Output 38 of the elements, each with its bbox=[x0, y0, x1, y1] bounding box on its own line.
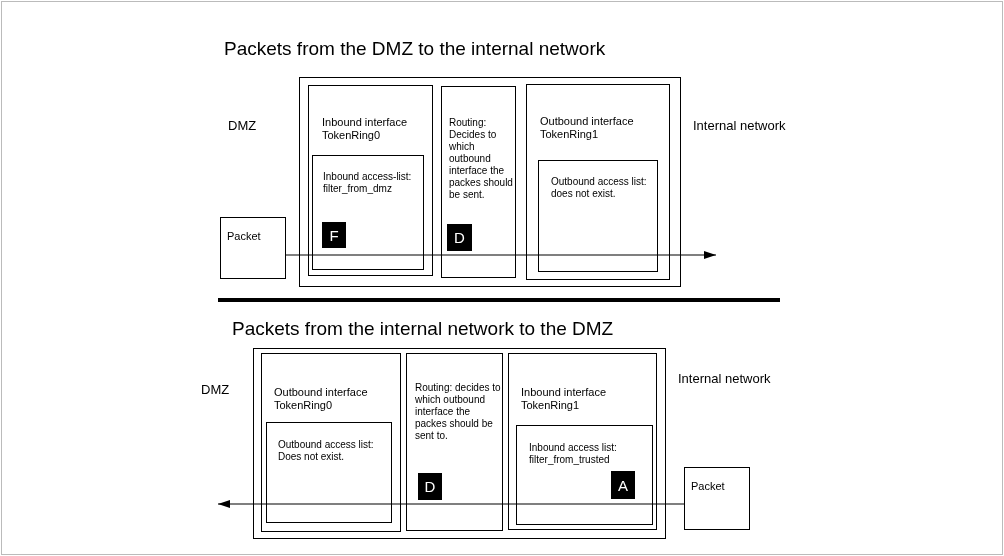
access-list-box bbox=[266, 422, 392, 523]
enclosing-box bbox=[299, 77, 681, 287]
box-text: Outbound interface TokenRing0 bbox=[274, 386, 369, 413]
box-text: Inbound access list: filter_from_trusted bbox=[529, 442, 618, 466]
zone-label: DMZ bbox=[201, 382, 230, 397]
box-text: Outbound interface TokenRing1 bbox=[540, 115, 635, 142]
box-text: Routing: decides to which outbound interface the packes should be sent to. bbox=[415, 382, 502, 442]
interface-box bbox=[261, 353, 401, 532]
box-text: Inbound interface TokenRing1 bbox=[521, 386, 607, 413]
zone-label: Internal network bbox=[678, 371, 771, 386]
interface-box bbox=[526, 84, 670, 280]
letter-marker: A bbox=[611, 471, 635, 499]
routing-box bbox=[441, 86, 516, 278]
interface-box bbox=[508, 353, 657, 530]
access-list-box bbox=[516, 425, 653, 525]
interface-box bbox=[308, 85, 433, 276]
arrow bbox=[285, 251, 717, 259]
box-text: Outbound access list: Does not exist. bbox=[278, 439, 375, 463]
letter-marker: D bbox=[418, 473, 442, 500]
box-text: Outbound access list: does not exist. bbox=[551, 176, 648, 200]
box-text: Inbound access-list: filter_from_dmz bbox=[323, 171, 413, 195]
section-heading: Packets from the DMZ to the internal network bbox=[224, 38, 606, 60]
box-text: Packet bbox=[227, 230, 262, 244]
zone-label: Internal network bbox=[693, 118, 786, 133]
packet-box bbox=[684, 467, 750, 530]
section-heading: Packets from the internal network to the DMZ bbox=[232, 318, 614, 340]
zone-label: DMZ bbox=[228, 118, 257, 133]
letter-marker: F bbox=[322, 222, 346, 248]
arrow bbox=[217, 500, 685, 508]
box-text: Inbound interface TokenRing0 bbox=[322, 116, 408, 143]
letter-marker: D bbox=[447, 224, 472, 251]
access-list-box bbox=[312, 155, 424, 270]
access-list-box bbox=[538, 160, 658, 272]
box-text: Routing: Decides to which outbound interface the packes should be sent. bbox=[449, 117, 513, 201]
box-text: Packet bbox=[691, 480, 726, 494]
packet-box bbox=[220, 217, 286, 279]
enclosing-box bbox=[253, 348, 666, 539]
routing-box bbox=[406, 353, 503, 531]
